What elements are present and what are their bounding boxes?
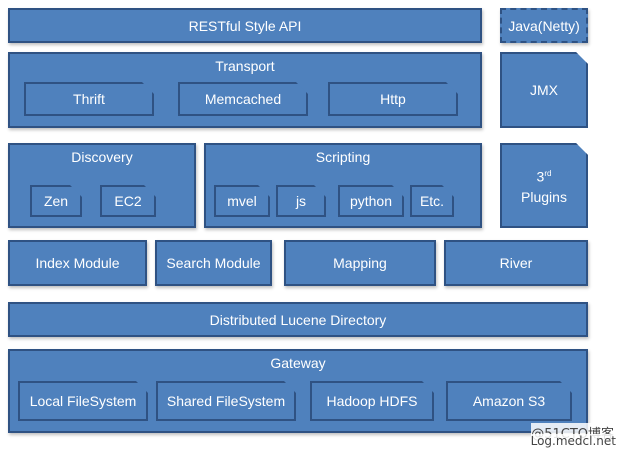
transport-thrift: Thrift bbox=[24, 82, 154, 116]
scripting-python: python bbox=[338, 185, 404, 217]
jmx-label: JMX bbox=[530, 82, 558, 98]
scripting-block: Scripting mvel js python Etc. bbox=[204, 143, 482, 228]
transport-http: Http bbox=[328, 82, 458, 116]
lucene-label: Distributed Lucene Directory bbox=[209, 311, 387, 328]
scripting-mvel-label: mvel bbox=[227, 193, 257, 209]
gateway-shared-fs: Shared FileSystem bbox=[156, 381, 296, 421]
restful-api-block: RESTful Style API bbox=[8, 8, 482, 43]
plugins-sup: rd bbox=[544, 169, 552, 179]
transport-http-label: Http bbox=[380, 91, 406, 107]
scripting-etc: Etc. bbox=[410, 185, 454, 217]
scripting-js-label: js bbox=[295, 193, 307, 209]
discovery-zen-label: Zen bbox=[43, 193, 69, 209]
scripting-mvel: mvel bbox=[214, 185, 270, 217]
discovery-block: Discovery Zen EC2 bbox=[8, 143, 196, 228]
gateway-local-fs-label: Local FileSystem bbox=[29, 393, 137, 409]
plugins-block: 3rd Plugins bbox=[500, 143, 588, 228]
discovery-ec2-label: EC2 bbox=[114, 193, 142, 209]
module-search-label: Search Module bbox=[166, 255, 261, 271]
transport-memcached-label: Memcached bbox=[204, 91, 282, 107]
module-search: Search Module bbox=[155, 240, 272, 286]
module-mapping: Mapping bbox=[284, 240, 436, 286]
discovery-ec2: EC2 bbox=[100, 185, 156, 217]
discovery-title: Discovery bbox=[71, 149, 133, 165]
module-index-label: Index Module bbox=[35, 255, 120, 271]
plugins-count: 3rd bbox=[537, 164, 552, 187]
gateway-amazon-s3: Amazon S3 bbox=[446, 381, 572, 421]
gateway-title: Gateway bbox=[270, 355, 326, 371]
scripting-etc-label: Etc. bbox=[419, 193, 445, 209]
module-river: River bbox=[444, 240, 588, 286]
gateway-shared-fs-label: Shared FileSystem bbox=[166, 393, 286, 409]
module-index: Index Module bbox=[8, 240, 147, 286]
plugins-number: 3 bbox=[536, 168, 545, 185]
scripting-title: Scripting bbox=[315, 149, 371, 165]
plugins-label: Plugins bbox=[521, 188, 567, 205]
gateway-hadoop-hdfs: Hadoop HDFS bbox=[310, 381, 434, 421]
lucene-block: Distributed Lucene Directory bbox=[8, 302, 588, 337]
scripting-python-label: python bbox=[349, 193, 393, 209]
java-netty-label: Java(Netty) bbox=[508, 17, 580, 34]
transport-thrift-label: Thrift bbox=[73, 91, 105, 107]
watermark-line2: Log.medcl.net bbox=[530, 434, 616, 448]
discovery-zen: Zen bbox=[30, 185, 82, 217]
transport-block: Transport Thrift Memcached Http bbox=[8, 52, 482, 128]
java-netty-block: Java(Netty) bbox=[500, 8, 588, 43]
transport-memcached: Memcached bbox=[178, 82, 308, 116]
gateway-block: Gateway Local FileSystem Shared FileSyst… bbox=[8, 349, 588, 433]
restful-api-label: RESTful Style API bbox=[188, 17, 302, 34]
gateway-amazon-s3-label: Amazon S3 bbox=[472, 393, 546, 409]
scripting-js: js bbox=[276, 185, 326, 217]
gateway-hadoop-hdfs-label: Hadoop HDFS bbox=[326, 393, 418, 409]
module-mapping-label: Mapping bbox=[333, 255, 387, 271]
transport-title: Transport bbox=[215, 58, 275, 74]
module-river-label: River bbox=[499, 255, 533, 271]
jmx-block: JMX bbox=[500, 52, 588, 128]
gateway-local-fs: Local FileSystem bbox=[18, 381, 148, 421]
